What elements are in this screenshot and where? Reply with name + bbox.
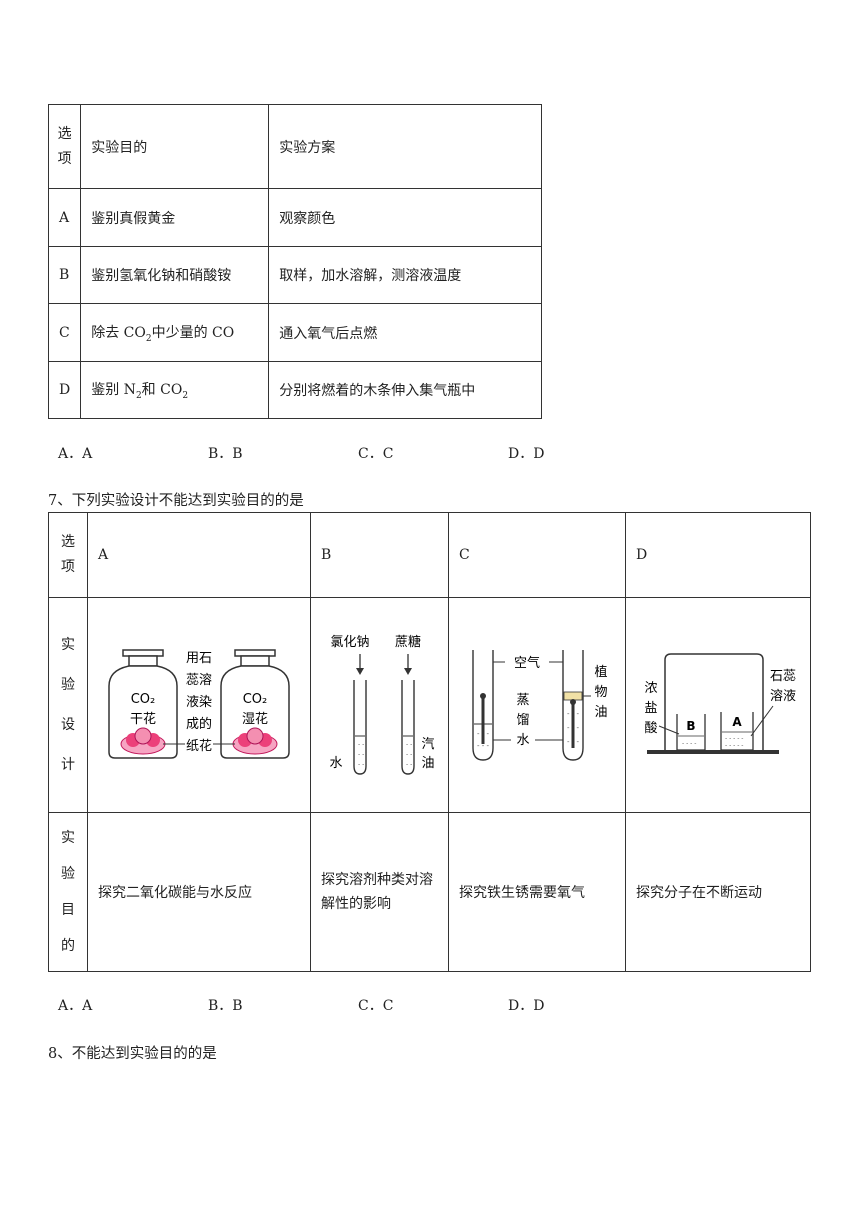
row-c-plan: 通入氧气后点燃 [268, 303, 542, 362]
experiment-table-2: 选项 A B C D 实 验 设 计 CO₂ 干花 [48, 512, 811, 972]
flower-icon [120, 727, 166, 755]
svg-text:- - - - -: - - - - - [725, 742, 743, 749]
svg-text:盐: 盐 [644, 701, 657, 716]
experiment-table-1: 选项 实验目的 实验方案 A 鉴别真假黄金 观察颜色 B 鉴别氢氧化钠和硝酸铵 … [47, 104, 542, 419]
svg-text:A: A [732, 715, 742, 729]
svg-text:水: 水 [329, 756, 342, 771]
right-bottle: CO₂ 湿花 [220, 649, 290, 759]
row-b-goal: 鉴别氢氧化钠和硝酸铵 [80, 246, 270, 304]
label-option: 选项 [48, 512, 88, 598]
left-bottle: CO₂ 干花 [108, 649, 178, 759]
test-tubes-solvent-figure: 氯化钠 蔗糖 - - - - - - - - [329, 634, 434, 775]
header-option: 选项 [47, 104, 82, 189]
row-b-option: B [47, 246, 82, 304]
col-d: D [625, 512, 811, 598]
answer-c[interactable]: C．C [358, 998, 394, 1014]
molecule-motion-figure: B - - - - A - - - - - - - - - - 浓 盐 酸 石蕊… [644, 653, 796, 754]
svg-text:- -: - - [358, 751, 364, 758]
header-goal: 实验目的 [80, 104, 270, 189]
iron-rust-figure: - - - - - - - - - - - - - - - 空气 蒸 馏 水 [472, 650, 608, 761]
svg-text:蔗糖: 蔗糖 [394, 634, 420, 650]
row-a-plan: 观察颜色 [268, 188, 542, 247]
bottles-figure: CO₂ 干花 CO₂ 湿花 [108, 649, 290, 759]
col-a: A [87, 512, 311, 598]
goal-c: 探究铁生锈需要氧气 [448, 812, 626, 972]
goal-d: 探究分子在不断运动 [625, 812, 811, 972]
svg-text:油: 油 [594, 705, 607, 720]
svg-text:蕊溶: 蕊溶 [186, 673, 212, 688]
answer-b[interactable]: B．B [208, 998, 243, 1014]
svg-text:浓: 浓 [644, 681, 657, 696]
answer-d[interactable]: D．D [508, 446, 545, 462]
svg-text:CO₂: CO₂ [243, 692, 268, 707]
row-a-goal: 鉴别真假黄金 [80, 188, 270, 247]
svg-text:- - - -: - - - - [682, 740, 696, 747]
svg-text:成的: 成的 [186, 716, 212, 732]
svg-text:空气: 空气 [514, 655, 540, 671]
design-d: B - - - - A - - - - - - - - - - 浓 盐 酸 石蕊… [625, 597, 811, 813]
svg-text:- -: - - [358, 761, 364, 768]
answer-options-1: A．A B．B C．C D．D [58, 443, 578, 463]
question-7-title: 7、下列实验设计不能达到实验目的的是 [48, 493, 304, 509]
label-goal: 实 验 目 的 [48, 812, 88, 972]
answer-c[interactable]: C．C [358, 446, 394, 462]
svg-text:CO₂: CO₂ [131, 692, 156, 707]
row-c-option: C [47, 303, 82, 362]
svg-text:植: 植 [594, 665, 607, 680]
answer-a[interactable]: A．A [58, 446, 93, 462]
svg-text:水: 水 [516, 733, 529, 748]
arrow-down-icon [403, 654, 412, 675]
svg-text:溶液: 溶液 [770, 689, 796, 704]
goal-b: 探究溶剂种类对溶解性的影响 [310, 812, 449, 972]
svg-text:油: 油 [421, 756, 434, 771]
row-a-option: A [47, 188, 82, 247]
col-b: B [310, 512, 449, 598]
svg-text:干花: 干花 [130, 711, 156, 727]
svg-text:- -: - - [358, 741, 364, 748]
question-8-title: 8、不能达到实验目的的是 [48, 1046, 217, 1062]
row-c-goal: 除去 CO2中少量的 CO [80, 303, 270, 362]
design-a: CO₂ 干花 CO₂ 湿花 [87, 597, 311, 813]
answer-d[interactable]: D．D [508, 998, 545, 1014]
label-design: 实 验 设 计 [48, 597, 88, 813]
col-c: C [448, 512, 626, 598]
svg-text:纸花: 纸花 [186, 738, 212, 754]
goal-a: 探究二氧化碳能与水反应 [87, 812, 311, 972]
answer-options-2: A．A B．B C．C D．D [58, 995, 578, 1015]
svg-text:- -: - - [406, 751, 412, 758]
svg-text:物: 物 [594, 685, 607, 700]
svg-text:馏: 馏 [516, 713, 529, 728]
litmus-note: 用石 蕊溶 液染 成的 纸花 [163, 651, 235, 754]
design-b: 氯化钠 蔗糖 - - - - - - - - [310, 597, 449, 813]
svg-text:酸: 酸 [644, 721, 657, 736]
svg-text:液染: 液染 [186, 695, 212, 710]
svg-text:汽: 汽 [421, 737, 434, 752]
svg-text:- - -: - - - [477, 742, 490, 750]
svg-text:蒸: 蒸 [516, 693, 529, 708]
svg-text:用石: 用石 [186, 651, 212, 666]
svg-text:石蕊: 石蕊 [770, 669, 796, 684]
svg-text:B: B [686, 719, 695, 733]
row-d-goal: 鉴别 N2和 CO2 [80, 361, 270, 419]
row-d-plan: 分别将燃着的木条伸入集气瓶中 [268, 361, 542, 419]
answer-a[interactable]: A．A [58, 998, 93, 1014]
row-d-option: D [47, 361, 82, 419]
arrow-down-icon [355, 654, 364, 675]
svg-text:湿花: 湿花 [242, 711, 268, 727]
answer-b[interactable]: B．B [208, 446, 243, 462]
svg-text:- -: - - [406, 741, 412, 748]
header-plan: 实验方案 [268, 104, 542, 189]
svg-text:- -: - - [406, 761, 412, 768]
svg-text:氯化钠: 氯化钠 [330, 635, 369, 650]
row-b-plan: 取样，加水溶解，测溶液温度 [268, 246, 542, 304]
svg-text:- - - - -: - - - - - [725, 735, 743, 742]
design-c: - - - - - - - - - - - - - - - 空气 蒸 馏 水 [448, 597, 626, 813]
